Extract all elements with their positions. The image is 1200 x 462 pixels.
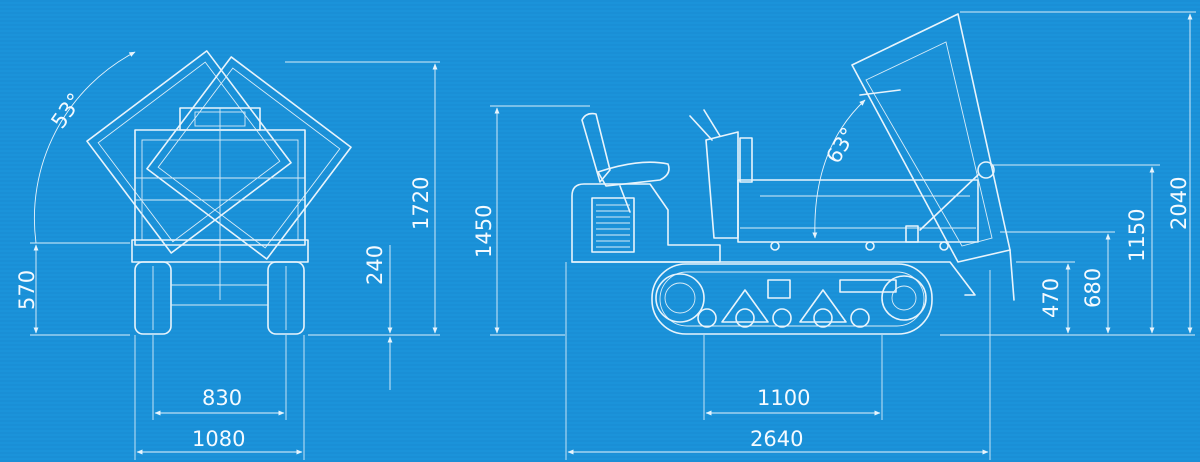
- side-h2040-label: 2040: [1167, 177, 1191, 230]
- front-view: 53° 570 240 1720 830 1080: [15, 50, 440, 460]
- side-engine-housing: [571, 183, 721, 263]
- front-track-width-label: 830: [202, 386, 242, 410]
- front-ground-clear-label: 240: [363, 245, 387, 285]
- front-side-height-label: 570: [15, 270, 39, 310]
- front-body-frame: [131, 107, 309, 300]
- side-track-assembly: [571, 261, 976, 335]
- front-angle-label: 53°: [46, 89, 87, 133]
- side-control-levers: [689, 109, 753, 239]
- front-total-width-label: 1080: [192, 427, 245, 451]
- side-wheelbase-label: 1100: [757, 386, 810, 410]
- side-h470-label: 470: [1039, 278, 1063, 318]
- front-right-tilted-body: [146, 56, 352, 260]
- front-raised-height-label: 1720: [409, 177, 433, 230]
- side-h680-label: 680: [1081, 268, 1105, 308]
- side-view: 63° 1450 1100 2640 470 680 1150 20: [472, 11, 1196, 460]
- side-raised-dump-body: [851, 13, 1015, 301]
- front-right-track: [267, 261, 305, 335]
- side-dump-angle-label: 63°: [822, 123, 861, 167]
- side-seat: [581, 112, 670, 213]
- front-left-track: [134, 261, 172, 335]
- side-cargo-bed: [737, 179, 979, 251]
- side-seat-height-label: 1450: [472, 205, 496, 258]
- front-left-tilted-body: [86, 50, 292, 254]
- side-h1150-label: 1150: [1125, 209, 1149, 262]
- side-length-label: 2640: [750, 427, 803, 451]
